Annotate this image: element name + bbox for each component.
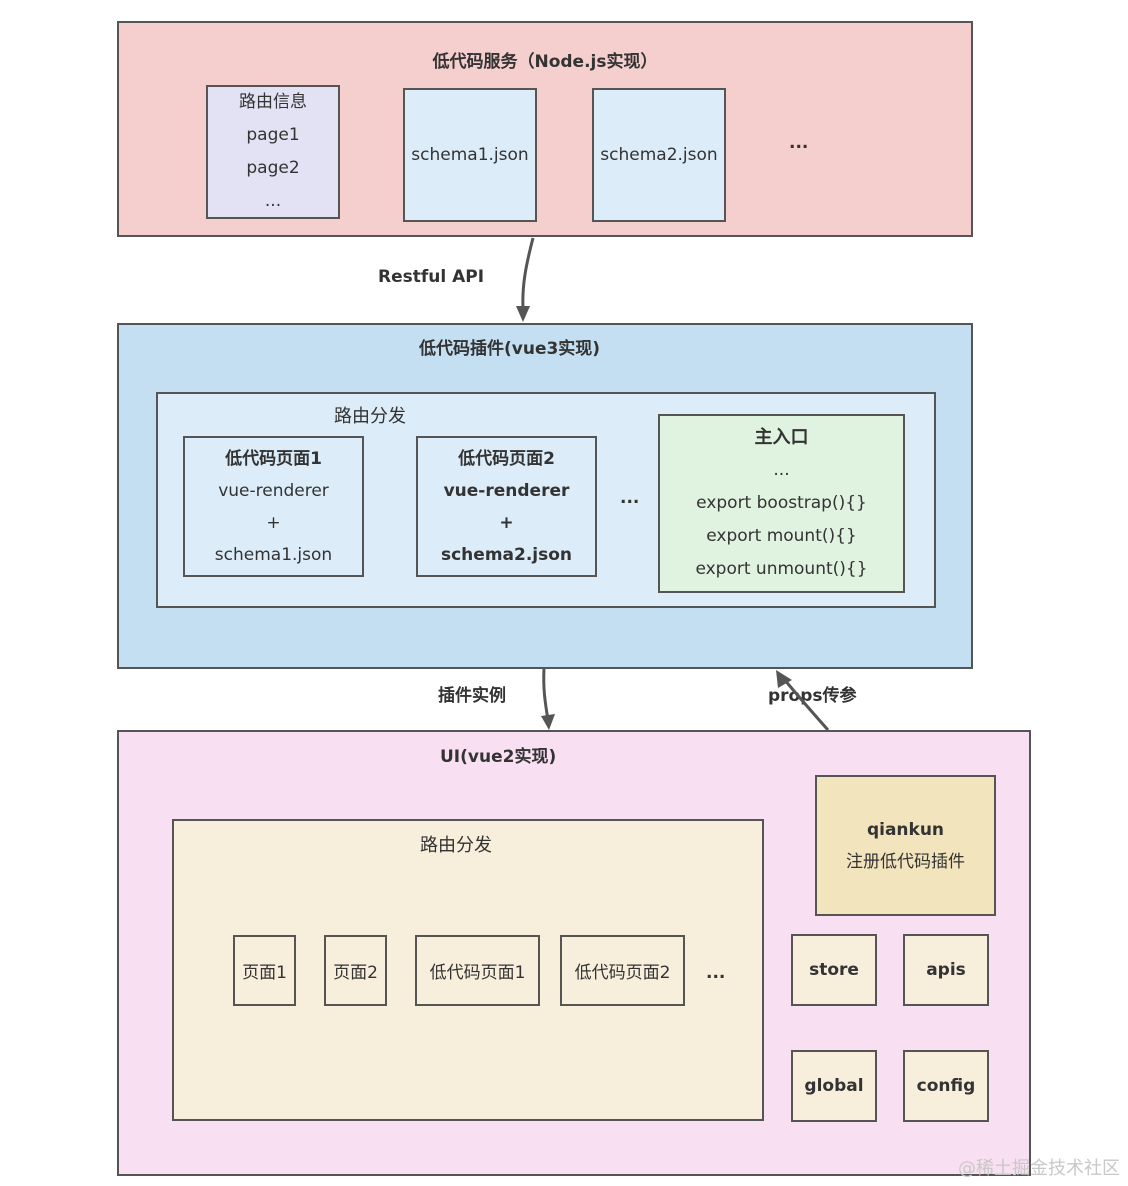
- schema1-label: schema1.json: [411, 145, 529, 165]
- plugin-pages-more: ...: [620, 488, 640, 508]
- watermark: @稀土掘金技术社区: [958, 1158, 1120, 1179]
- ui-title: UI(vue2实现): [440, 747, 557, 767]
- lowcode-page1-plus: +: [266, 512, 281, 533]
- api-arrowhead: [516, 306, 530, 322]
- ui-container: UI(vue2实现) 路由分发 页面1 页面2 低代码页面1 低代码页面2 ..…: [117, 730, 1031, 1176]
- props-label: props传参: [768, 686, 857, 706]
- lowcode-page1-box: 低代码页面1 vue-renderer + schema1.json: [183, 436, 364, 577]
- service-title: 低代码服务（Node.js实现）: [432, 52, 658, 72]
- export-bootstrap: export boostrap(){}: [696, 493, 867, 513]
- schema2-file-box: schema2.json: [592, 88, 726, 222]
- main-entry-box: 主入口 ... export boostrap(){} export mount…: [658, 414, 905, 593]
- ui-router-label: 路由分发: [420, 835, 492, 856]
- lowcode-page2-box: 低代码页面2 vue-renderer + schema2.json: [416, 436, 597, 577]
- instance-arrow: [542, 668, 550, 721]
- lowcode-page2-renderer: vue-renderer: [443, 480, 570, 501]
- service-more: ...: [789, 133, 809, 153]
- api-arrow: [521, 237, 535, 309]
- global-label: global: [804, 1076, 864, 1096]
- ui-page2-box: 页面2: [324, 935, 387, 1006]
- schema2-label: schema2.json: [600, 145, 718, 165]
- plugin-title: 低代码插件(vue3实现): [419, 339, 601, 359]
- lowcode-page1-title: 低代码页面1: [225, 448, 322, 469]
- export-unmount: export unmount(){}: [695, 559, 868, 579]
- ui-lowcode-page1-box: 低代码页面1: [415, 935, 540, 1006]
- apis-module-box: apis: [903, 934, 989, 1006]
- export-mount: export mount(){}: [706, 526, 857, 546]
- instance-label: 插件实例: [438, 686, 506, 706]
- apis-label: apis: [926, 960, 966, 980]
- lowcode-page2-schema: schema2.json: [440, 544, 573, 565]
- route-page2: page2: [246, 158, 300, 178]
- api-label: Restful API: [378, 267, 485, 287]
- props-arrowhead: [776, 670, 792, 688]
- config-module-box: config: [903, 1050, 989, 1122]
- ui-lowcode-page2-box: 低代码页面2: [560, 935, 685, 1006]
- lowcode-page2-plus: +: [499, 512, 514, 533]
- service-container: 低代码服务（Node.js实现） 路由信息 page1 page2 ... sc…: [117, 21, 973, 237]
- qiankun-title: qiankun: [866, 819, 945, 840]
- lowcode-page2-title: 低代码页面2: [458, 448, 555, 469]
- qiankun-box: qiankun 注册低代码插件: [815, 775, 996, 916]
- lowcode-page1-renderer: vue-renderer: [218, 480, 329, 501]
- main-entry-title: 主入口: [754, 427, 809, 448]
- global-module-box: global: [791, 1050, 877, 1122]
- qiankun-subtitle: 注册低代码插件: [846, 851, 965, 872]
- ui-lowcode-page2-label: 低代码页面2: [574, 963, 671, 983]
- store-module-box: store: [791, 934, 877, 1006]
- ui-page1-box: 页面1: [233, 935, 296, 1006]
- route-info-title: 路由信息: [239, 92, 307, 112]
- ui-pages-more: ...: [706, 963, 726, 983]
- config-label: config: [916, 1076, 976, 1096]
- props-arrow: [782, 678, 830, 731]
- plugin-router-label: 路由分发: [334, 406, 406, 427]
- schema1-file-box: schema1.json: [403, 88, 537, 222]
- main-entry-more: ...: [773, 460, 790, 480]
- route-page1: page1: [246, 125, 300, 145]
- route-more: ...: [264, 191, 282, 211]
- route-info-box: 路由信息 page1 page2 ...: [206, 85, 340, 219]
- ui-page1-label: 页面1: [242, 963, 287, 983]
- plugin-router-container: 路由分发 低代码页面1 vue-renderer + schema1.json …: [156, 392, 936, 608]
- lowcode-page1-schema: schema1.json: [214, 544, 333, 565]
- ui-page2-label: 页面2: [333, 963, 378, 983]
- store-label: store: [809, 960, 859, 980]
- plugin-container: 低代码插件(vue3实现) 路由分发 低代码页面1 vue-renderer +…: [117, 323, 973, 669]
- instance-arrowhead: [541, 714, 555, 730]
- ui-router-container: 路由分发 页面1 页面2 低代码页面1 低代码页面2 ...: [172, 819, 764, 1121]
- ui-lowcode-page1-label: 低代码页面1: [429, 963, 526, 983]
